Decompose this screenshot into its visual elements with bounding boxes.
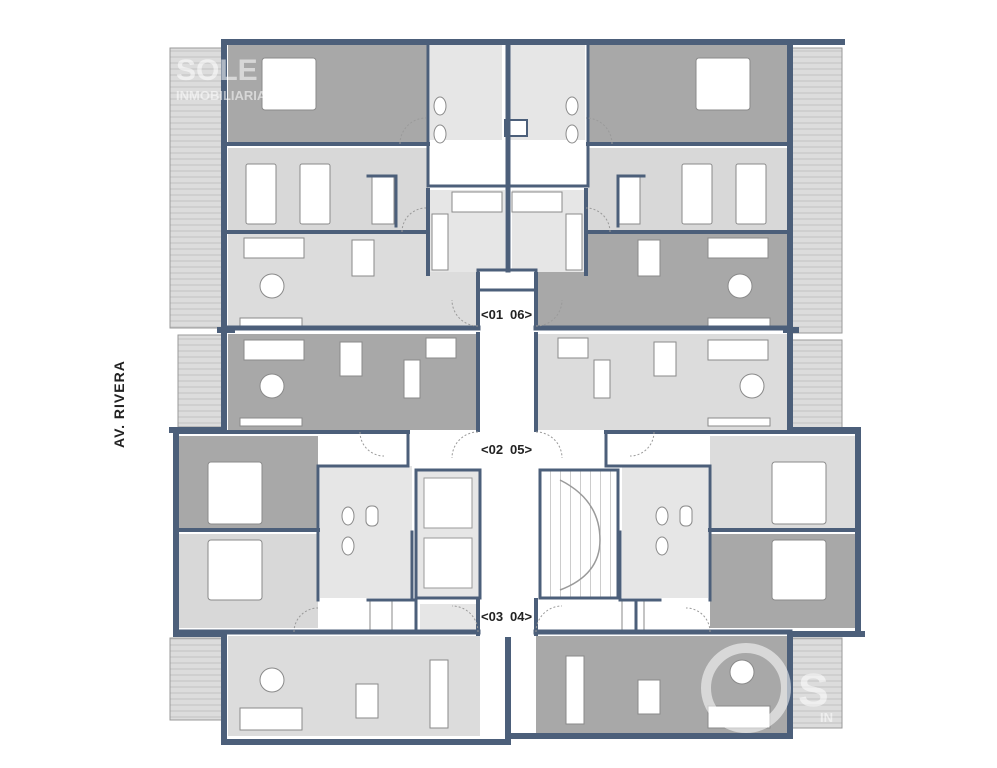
walls: [169, 39, 865, 745]
sofa-02: [243, 339, 305, 361]
svg-text:INMOBILIARIA: INMOBILIARIA: [176, 88, 267, 103]
island-02: [403, 359, 421, 399]
elevator-car-2: [423, 537, 473, 589]
unit-label-06: 06>: [510, 307, 532, 322]
toilet-05: [655, 506, 669, 526]
svg-text:S: S: [798, 664, 829, 716]
tv-unit-01: [239, 317, 303, 327]
bed-single-06b: [735, 163, 767, 225]
street-label: AV. RIVERA: [111, 360, 127, 448]
tv-unit-06: [707, 317, 771, 327]
toilet-06: [565, 96, 579, 116]
bed-double-06: [695, 57, 751, 111]
unit-label-04: 04>: [510, 609, 532, 624]
counter-05: [557, 337, 589, 359]
terraces: [169, 47, 843, 729]
bed-double-02a: [207, 461, 263, 525]
sofa-03: [239, 707, 303, 731]
bed-double-01: [261, 57, 317, 111]
bed-double-02b: [207, 539, 263, 601]
unit-label-05: 05>: [510, 442, 532, 457]
watermark-logo-bottom: S IN: [701, 643, 833, 733]
island-01: [431, 213, 449, 271]
table-round-04: [729, 659, 755, 685]
table-round-03: [259, 667, 285, 693]
island-06: [565, 213, 583, 271]
bed-double-05b: [771, 539, 827, 601]
counter-01: [451, 191, 503, 213]
elevator-car-1: [423, 477, 473, 529]
svg-text:IN: IN: [820, 710, 833, 725]
furniture-beds: [207, 57, 827, 601]
svg-text:SOLE: SOLE: [176, 54, 258, 87]
dining-table-06: [637, 239, 661, 277]
door-swings: [293, 117, 711, 633]
unit-label-01: <01: [481, 307, 503, 322]
counter-02: [425, 337, 457, 359]
dining-table-03: [355, 683, 379, 719]
dining-table-05: [653, 341, 677, 377]
dining-table-04: [637, 679, 661, 715]
sofa-01: [243, 237, 305, 259]
unit-label-02: <02: [481, 442, 503, 457]
laundry-03: [369, 599, 393, 631]
terrace-east-top: [791, 47, 843, 334]
terrace-east-mid: [791, 339, 843, 431]
watermark-logo-top: SOLE INMOBILIARIA: [176, 54, 267, 103]
toilet-01: [433, 96, 447, 116]
table-round-01: [259, 273, 285, 299]
unit-label-03: <03: [481, 609, 503, 624]
furniture-kitchen-bath: [341, 96, 693, 729]
laundry-04: [621, 599, 645, 631]
shaft-top: [476, 268, 538, 292]
furniture-living: [239, 237, 771, 731]
core: [414, 119, 620, 600]
table-round-06: [727, 273, 753, 299]
toilet-02: [341, 506, 355, 526]
counter-06: [511, 191, 563, 213]
tv-unit-02: [239, 417, 303, 427]
island-03: [429, 659, 449, 729]
terrace-west-mid: [177, 334, 223, 428]
table-round-02: [259, 373, 285, 399]
dining-table-01: [351, 239, 375, 277]
bed-double-05a: [771, 461, 827, 525]
bed-single-01a: [245, 163, 277, 225]
stairwell: [538, 468, 620, 600]
terrace-west-bottom: [169, 637, 223, 721]
island-05: [593, 359, 611, 399]
unit-labels: <01 06> <02 05> <03 04>: [481, 307, 532, 624]
table-round-05: [739, 373, 765, 399]
sofa-05: [707, 339, 769, 361]
laundry-06: [617, 175, 641, 225]
laundry-01: [371, 175, 395, 225]
sofa-06: [707, 237, 769, 259]
dining-table-02: [339, 341, 363, 377]
tv-unit-05: [707, 417, 771, 427]
terrace-west-top: [169, 47, 223, 329]
bed-single-06a: [681, 163, 713, 225]
island-04: [565, 655, 585, 725]
bed-single-01b: [299, 163, 331, 225]
